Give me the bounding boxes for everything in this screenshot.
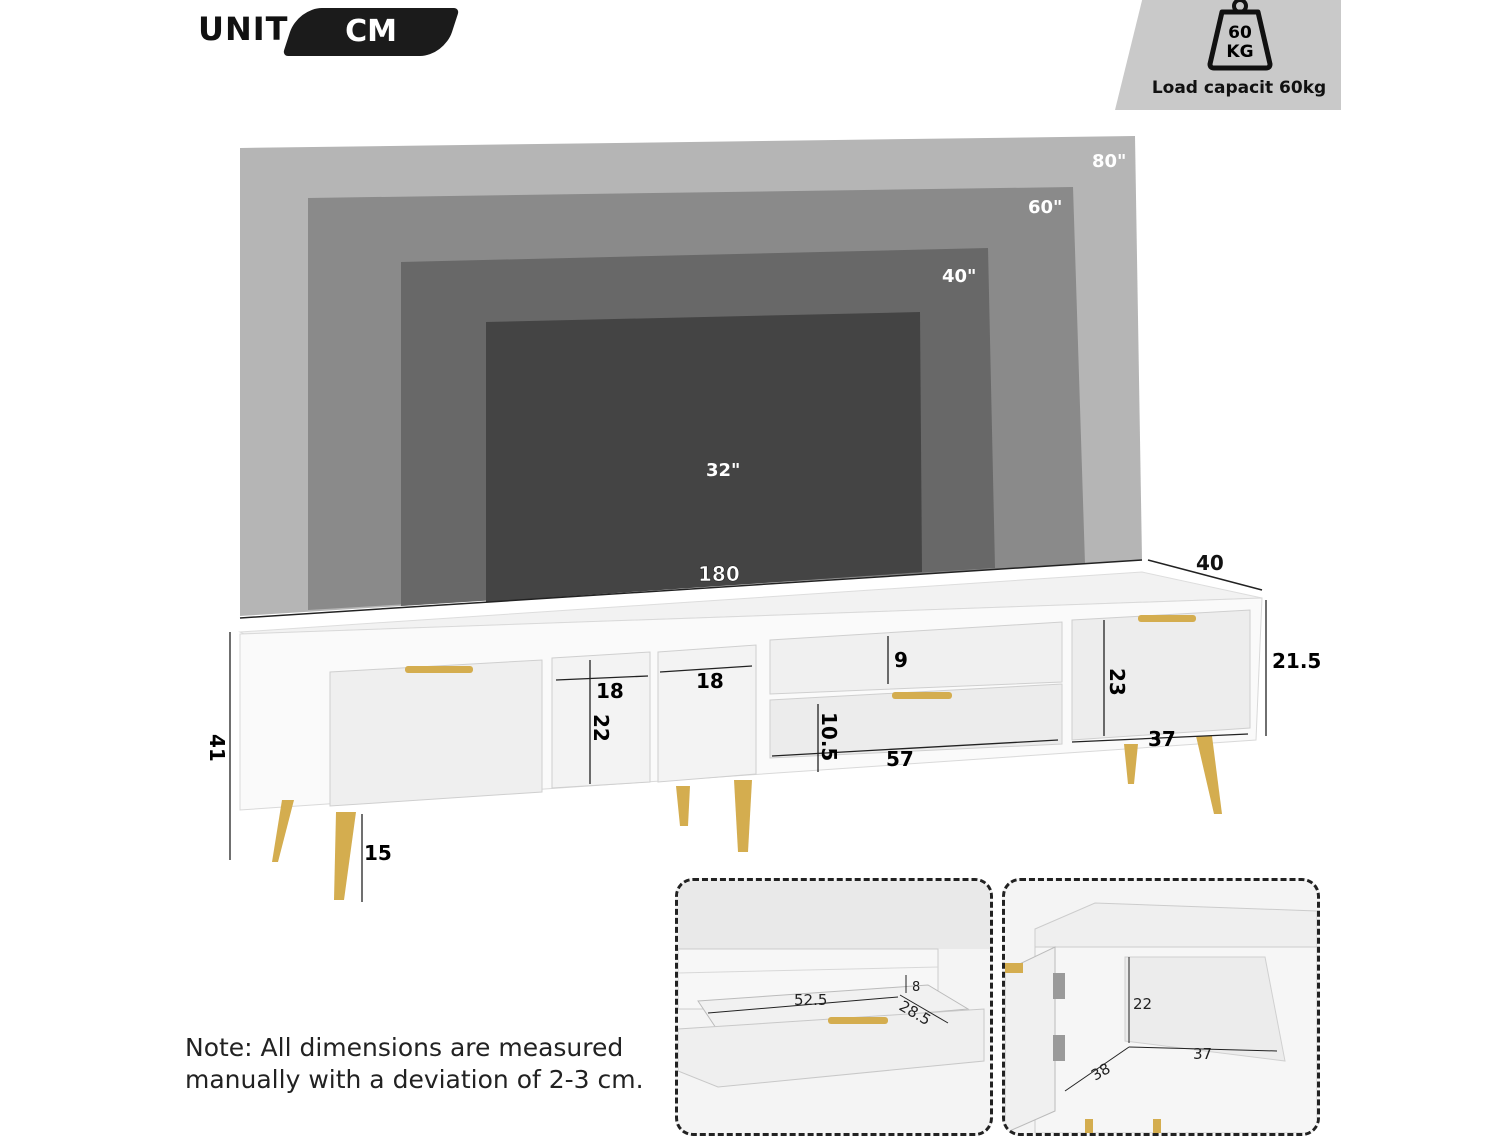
left-handle [405,666,473,673]
screen-40-label: 40" [942,266,976,287]
dim-door-height: 23 [1105,668,1129,696]
dim-open-shelf-height: 9 [894,648,908,672]
center-open-shelf [769,621,1063,695]
dim-drawer-width: 57 [886,747,914,771]
inset-cabinet-illustration: 22 37 38 [1005,902,1317,1133]
dim-cubby-height: 22 [589,714,613,742]
dim-drawer-height: 10.5 [817,712,841,761]
screen-32-label: 32" [706,460,740,481]
load-capacity-badge [1115,0,1341,110]
note-line-2: manually with a deviation of 2-3 cm. [185,1065,644,1094]
screen-32 [486,312,922,602]
dim-cubby-width-2: 18 [696,669,724,693]
inset-cabinet-height: 22 [1133,995,1152,1013]
weight-icon: 60 KG [1207,0,1273,71]
center-drawer [769,683,1063,759]
dim-leg-height: 15 [364,841,392,865]
left-door [329,659,543,807]
legs [272,736,1222,900]
dim-cubby-width-1: 18 [596,679,624,703]
cubby-1 [551,651,651,789]
cubby-2 [657,644,757,783]
weight-icon-line2: KG [1226,42,1253,62]
unit-label: UNIT [198,10,289,48]
inset-drawer-inner-width: 52.5 [794,991,827,1009]
screen-80-label: 80" [1092,151,1126,172]
right-door [1071,609,1251,741]
dim-length: 180 [698,562,740,586]
dim-height-total: 41 [205,734,229,762]
note-text: Note: All dimensions are measured manual… [185,1032,655,1096]
dim-door-width: 37 [1148,727,1176,751]
inset-cabinet-detail: 22 37 38 [1002,878,1320,1136]
load-capacity-text: Load capacit 60kg [1151,78,1327,98]
note-line-1: Note: All dimensions are measured [185,1033,624,1062]
inset-drawer-detail: 52.5 8 28.5 [675,878,993,1136]
weight-icon-line1: 60 [1228,23,1252,43]
inset-drawer-inner-height: 8 [912,980,920,995]
dim-depth: 40 [1196,551,1224,575]
right-handle [1138,615,1196,622]
dim-height-body: 21.5 [1272,649,1321,673]
center-handle [892,692,952,699]
inset-cabinet-width: 37 [1193,1045,1212,1063]
screen-60-label: 60" [1028,197,1062,218]
inset-drawer-illustration: 52.5 8 28.5 [678,881,990,1088]
